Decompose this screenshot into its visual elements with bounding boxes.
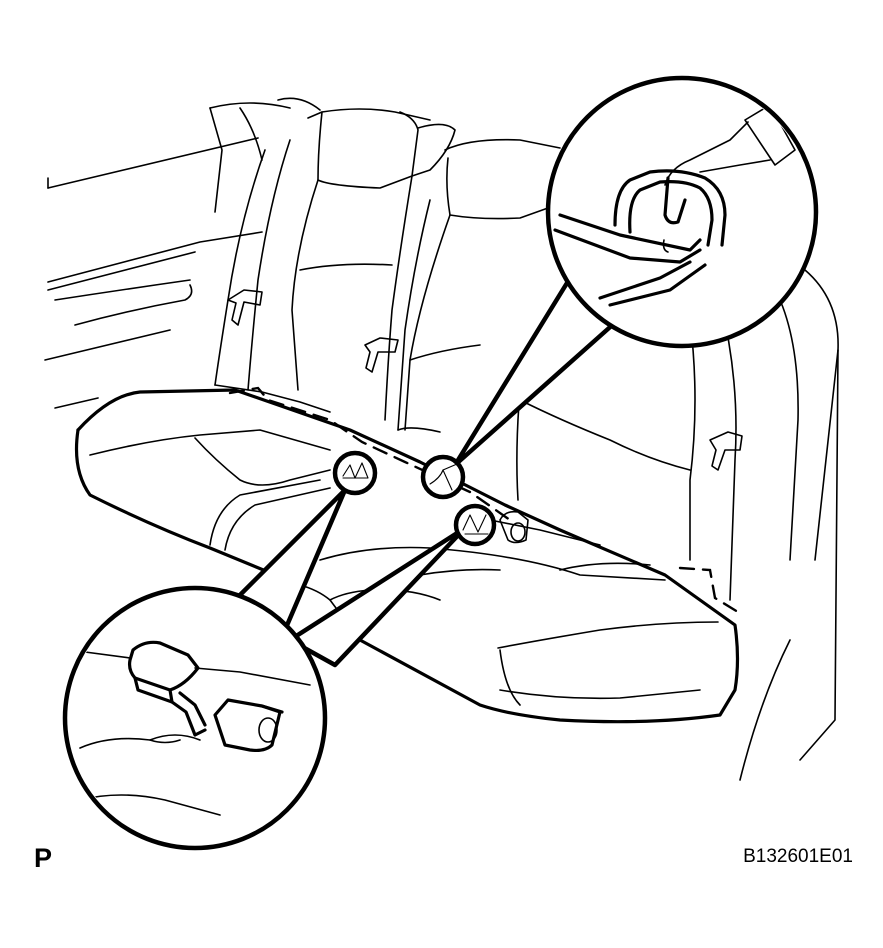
figure-code: B132601E01 [743,846,853,867]
location-marker-right [453,503,497,547]
left-seatback [214,108,456,421]
location-marker-center [420,454,466,500]
detail-view-seat-hook [545,75,819,349]
detail-view-belt-buckle [62,585,328,851]
view-label: P [34,843,53,873]
seat-cushion [74,388,740,724]
buckle-small [499,510,529,544]
car-interior-outline [44,97,839,781]
location-marker-left [332,450,378,496]
cushion-right-edge-dashed [678,566,740,614]
